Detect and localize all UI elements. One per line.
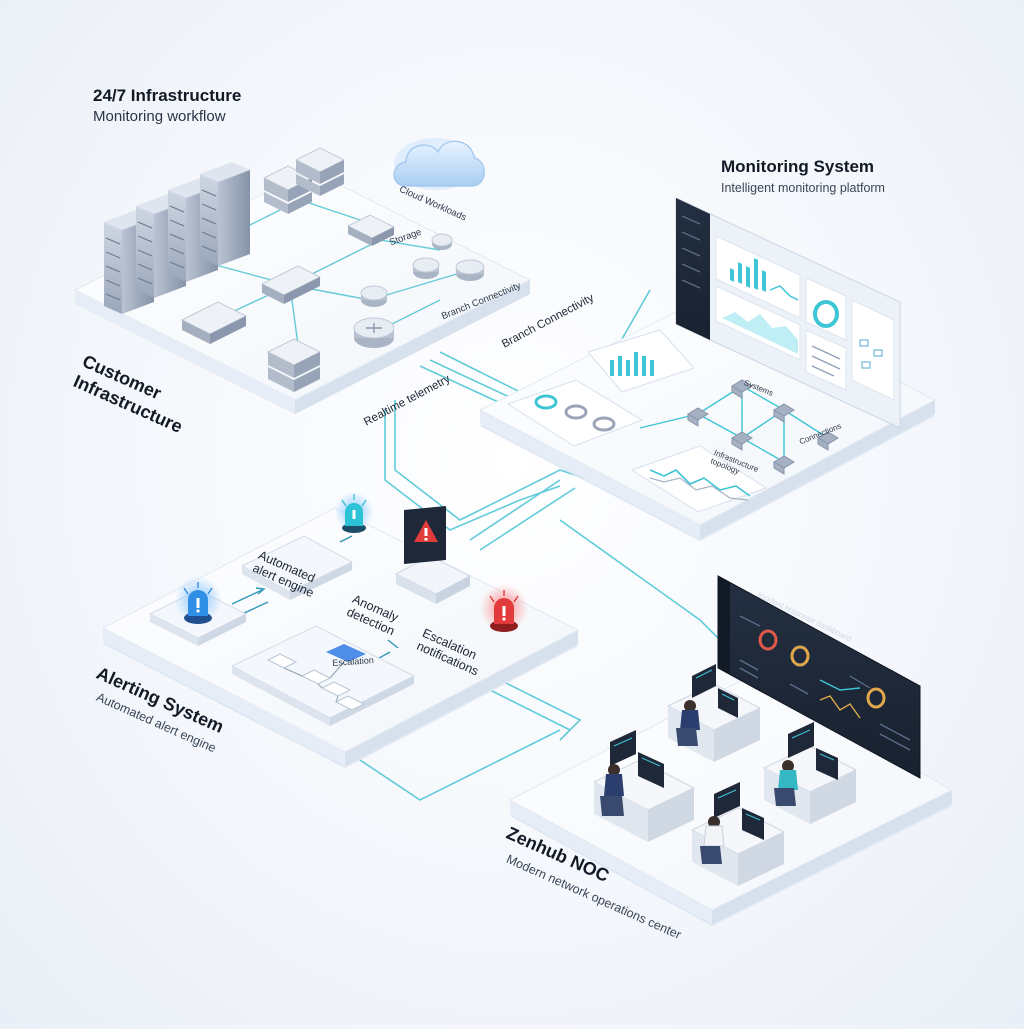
platform-alerting-system <box>101 492 580 768</box>
monitoring-dashboard-screen <box>675 197 901 429</box>
page-title: 24/7 Infrastructure <box>93 86 242 105</box>
monitoring-system-subtitle: Intelligent monitoring platform <box>721 181 885 195</box>
flow-line-alert-noc <box>359 729 561 801</box>
flow-line-to-alert-a <box>469 479 561 541</box>
flow-line-telemetry-b <box>384 410 561 531</box>
teal-alarm-icon <box>334 492 374 533</box>
server-rack-group <box>104 162 250 314</box>
incident-response-wall-screen <box>717 575 921 779</box>
flow-line-telemetry-a <box>394 400 591 521</box>
bar-chart-card <box>587 329 695 393</box>
blue-alarm-icon <box>174 576 222 624</box>
warning-alert-display <box>394 506 472 604</box>
gauges-card <box>506 379 644 447</box>
flow-line-to-noc-b <box>499 679 582 741</box>
alert-engine-card <box>240 535 354 600</box>
red-alarm-icon <box>480 584 528 632</box>
topology-graph <box>639 379 839 475</box>
network-switch-icon <box>180 214 396 344</box>
flow-line-to-noc-c <box>489 689 571 731</box>
escalation-flow-card <box>230 625 416 726</box>
topology-node <box>687 379 839 475</box>
cloud-icon <box>393 138 485 190</box>
monitoring-system-title: Monitoring System <box>721 157 875 176</box>
flow-connectors <box>359 289 721 801</box>
router-icon <box>353 233 485 348</box>
page-subtitle: Monitoring workflow <box>93 108 226 125</box>
platform-customer-infrastructure <box>73 138 532 414</box>
flow-line-to-noc-a <box>559 519 721 641</box>
line-chart-card <box>630 445 768 513</box>
platform-zenhub-noc <box>508 575 954 926</box>
storage-stack-icon <box>262 147 346 392</box>
platform-monitoring-system <box>478 197 937 541</box>
operator-workstation <box>592 664 858 886</box>
flow-line-to-alert-b <box>479 487 576 551</box>
